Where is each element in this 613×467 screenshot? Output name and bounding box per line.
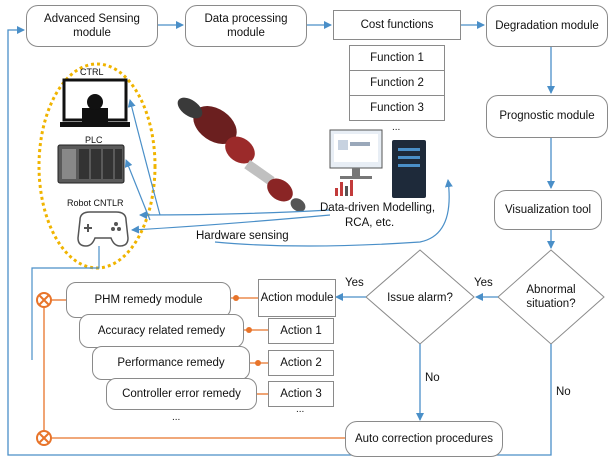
yes-label-alarm: Yes bbox=[345, 277, 364, 289]
cost-functions-box: Cost functions bbox=[333, 10, 461, 40]
rca-label: RCA, etc. bbox=[345, 217, 395, 229]
degradation-label: Degradation module bbox=[495, 19, 599, 32]
advanced-sensing-label: Advanced Sensing module bbox=[44, 12, 140, 39]
remedy-ellipsis: ... bbox=[172, 412, 181, 423]
hardware-sensing-label: Hardware sensing bbox=[196, 230, 289, 242]
no-label-alarm: No bbox=[425, 372, 440, 384]
function-1-box: Function 1 bbox=[349, 45, 445, 71]
action-3-box: Action 3 bbox=[268, 381, 334, 407]
arrow-abnormal-no-loop bbox=[7, 26, 552, 456]
degradation-module: Degradation module bbox=[486, 5, 608, 47]
action-ellipsis: ... bbox=[296, 404, 305, 415]
computer-server-icon bbox=[329, 129, 426, 198]
sensing-arrow-3 bbox=[127, 99, 161, 216]
cost-functions-label: Cost functions bbox=[360, 18, 434, 31]
action-2-label: Action 2 bbox=[280, 356, 322, 369]
function-2-label: Function 2 bbox=[370, 76, 424, 89]
gamepad-icon bbox=[77, 211, 129, 247]
robot-joint-illustration bbox=[177, 97, 306, 212]
action-module-box: Action module bbox=[258, 279, 336, 317]
auto-correction-label: Auto correction procedures bbox=[354, 432, 494, 445]
controller-error-remedy-label: Controller error remedy bbox=[122, 387, 241, 400]
ctrl-label: CTRL bbox=[80, 67, 104, 77]
data-processing-module: Data processing module bbox=[185, 5, 307, 47]
accuracy-remedy-box: Accuracy related remedy bbox=[79, 314, 244, 348]
function-3-box: Function 3 bbox=[349, 95, 445, 121]
action-2-box: Action 2 bbox=[268, 350, 334, 376]
function-2-box: Function 2 bbox=[349, 70, 445, 96]
ctrl-monitor-icon bbox=[60, 78, 130, 127]
prognostic-module: Prognostic module bbox=[486, 95, 608, 138]
no-label-abnormal: No bbox=[556, 386, 571, 398]
cost-functions-ellipsis: ... bbox=[392, 122, 401, 133]
function-1-label: Function 1 bbox=[370, 51, 424, 64]
sensing-arrow-2 bbox=[131, 214, 331, 234]
function-3-label: Function 3 bbox=[370, 101, 424, 114]
auto-correction-box: Auto correction procedures bbox=[345, 421, 503, 457]
summing-junction-top bbox=[36, 292, 52, 308]
data-processing-label: Data processing module bbox=[204, 12, 288, 39]
data-driven-label: Data-driven Modelling, bbox=[320, 202, 436, 214]
action-1-box: Action 1 bbox=[268, 318, 334, 344]
accuracy-remedy-label: Accuracy related remedy bbox=[97, 324, 226, 337]
performance-remedy-label: Performance remedy bbox=[117, 356, 225, 369]
visualization-tool: Visualization tool bbox=[494, 190, 602, 230]
visualization-label: Visualization tool bbox=[504, 203, 592, 216]
abnormal-question: Abnormal situation? bbox=[526, 284, 576, 311]
phm-remedy-module: PHM remedy module bbox=[66, 282, 231, 318]
advanced-sensing-module: Advanced Sensing module bbox=[26, 5, 158, 47]
summing-junction-bottom bbox=[36, 430, 52, 446]
performance-remedy-box: Performance remedy bbox=[92, 346, 250, 380]
hardware-to-remedy-link bbox=[31, 246, 100, 360]
plc-icon bbox=[57, 144, 125, 184]
sensing-arrow-1 bbox=[139, 209, 331, 219]
phm-remedy-label: PHM remedy module bbox=[94, 293, 203, 306]
prognostic-label: Prognostic module bbox=[499, 110, 595, 123]
yes-label-abnormal: Yes bbox=[474, 277, 493, 289]
controller-error-remedy-box: Controller error remedy bbox=[106, 378, 257, 410]
issue-alarm-question: Issue alarm? bbox=[387, 292, 453, 304]
robot-cntlr-label: Robot CNTLR bbox=[67, 198, 124, 208]
action-module-label: Action module bbox=[260, 291, 334, 304]
sensing-arrow-4 bbox=[124, 159, 151, 221]
sensing-arrow-5 bbox=[214, 179, 453, 247]
action-3-label: Action 3 bbox=[280, 387, 322, 400]
plc-label: PLC bbox=[85, 135, 103, 145]
action-1-label: Action 1 bbox=[280, 324, 322, 337]
